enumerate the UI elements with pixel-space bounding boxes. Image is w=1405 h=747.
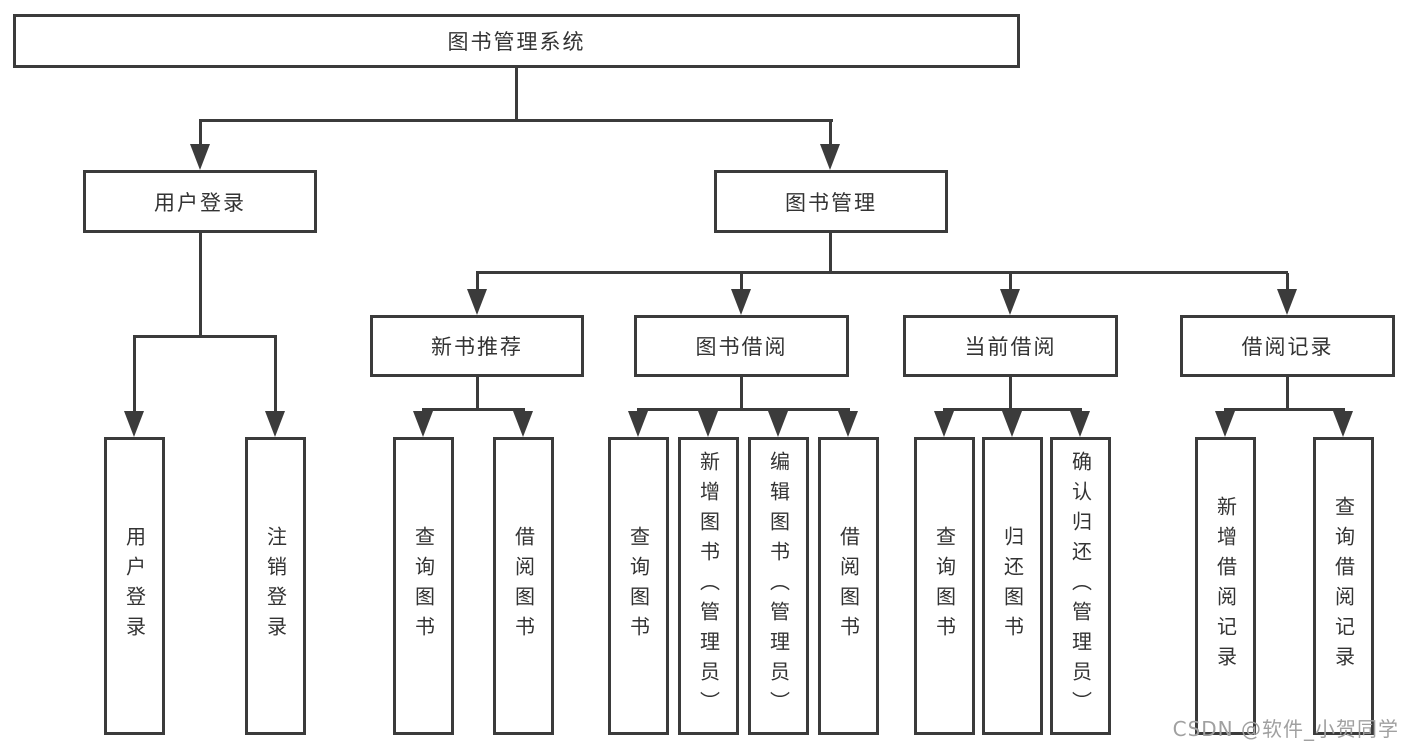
node-book-management: 图书管理 <box>714 170 948 233</box>
arrowhead-down-icon <box>934 411 954 437</box>
connector-vline <box>829 121 832 146</box>
leaf-cb-confirm-return-admin: 确认归还（管理员） <box>1050 437 1111 735</box>
connector-hline <box>476 271 1288 274</box>
connector-hline <box>133 335 277 338</box>
arrowhead-down-icon <box>768 411 788 437</box>
arrowhead-down-icon <box>513 411 533 437</box>
connector-vline <box>515 68 518 120</box>
node-new-book-recommend: 新书推荐 <box>370 315 584 377</box>
leaf-br-query-record: 查询借阅记录 <box>1313 437 1374 735</box>
connector-vline <box>1009 377 1012 410</box>
leaf-logout-login: 注销登录 <box>245 437 306 735</box>
leaf-bb-query-book: 查询图书 <box>608 437 669 735</box>
arrowhead-down-icon <box>1070 411 1090 437</box>
connector-vline <box>199 121 202 146</box>
leaf-bb-add-book-admin: 新增图书（管理员） <box>678 437 739 735</box>
connector-vline <box>740 273 743 291</box>
arrowhead-down-icon <box>838 411 858 437</box>
connector-vline <box>1286 273 1289 291</box>
connector-vline <box>133 337 136 413</box>
connector-vline <box>476 377 479 410</box>
arrowhead-down-icon <box>190 144 210 170</box>
arrowhead-down-icon <box>467 289 487 315</box>
node-book-borrow: 图书借阅 <box>634 315 849 377</box>
arrowhead-down-icon <box>1215 411 1235 437</box>
connector-vline <box>740 377 743 410</box>
arrowhead-down-icon <box>820 144 840 170</box>
connector-vline <box>476 273 479 291</box>
connector-vline <box>1009 273 1012 291</box>
connector-hline <box>199 119 833 122</box>
leaf-bb-edit-book-admin: 编辑图书（管理员） <box>748 437 809 735</box>
connector-hline <box>943 408 1082 411</box>
connector-vline <box>829 233 832 273</box>
watermark: CSDN @软件_小贺同学 <box>1172 717 1399 741</box>
arrowhead-down-icon <box>1277 289 1297 315</box>
connector-vline <box>199 233 202 337</box>
leaf-nb-query-book: 查询图书 <box>393 437 454 735</box>
leaf-cb-query-book: 查询图书 <box>914 437 975 735</box>
connector-vline <box>274 337 277 413</box>
arrowhead-down-icon <box>1002 411 1022 437</box>
leaf-cb-return-book: 归还图书 <box>982 437 1043 735</box>
leaf-br-add-record: 新增借阅记录 <box>1195 437 1256 735</box>
arrowhead-down-icon <box>265 411 285 437</box>
arrowhead-down-icon <box>124 411 144 437</box>
node-current-borrow: 当前借阅 <box>903 315 1118 377</box>
arrowhead-down-icon <box>698 411 718 437</box>
arrowhead-down-icon <box>731 289 751 315</box>
connector-hline <box>1224 408 1345 411</box>
leaf-bb-borrow-book: 借阅图书 <box>818 437 879 735</box>
arrowhead-down-icon <box>628 411 648 437</box>
connector-vline <box>1286 377 1289 410</box>
arrowhead-down-icon <box>1000 289 1020 315</box>
node-user-login: 用户登录 <box>83 170 317 233</box>
arrowhead-down-icon <box>413 411 433 437</box>
connector-hline <box>422 408 525 411</box>
node-borrow-records: 借阅记录 <box>1180 315 1395 377</box>
node-root: 图书管理系统 <box>13 14 1020 68</box>
leaf-user-login: 用户登录 <box>104 437 165 735</box>
connector-hline <box>637 408 850 411</box>
arrowhead-down-icon <box>1333 411 1353 437</box>
leaf-nb-borrow-book: 借阅图书 <box>493 437 554 735</box>
